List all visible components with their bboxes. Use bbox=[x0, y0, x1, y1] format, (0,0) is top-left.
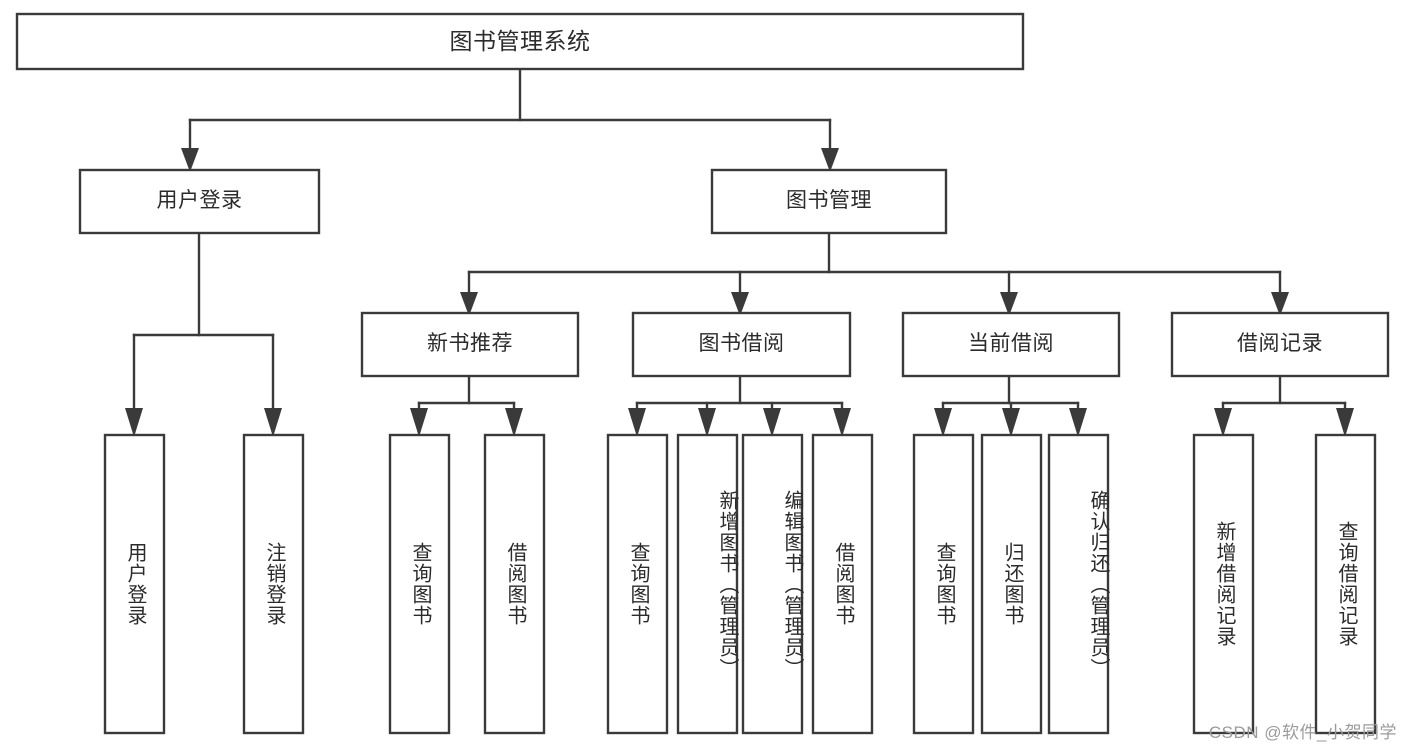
arrow-cb-leaf-2 bbox=[1002, 408, 1020, 437]
node-box-leaf-query-book-nb[interactable] bbox=[388, 433, 451, 735]
node-box-leaf-add-book[interactable] bbox=[676, 433, 739, 735]
arrow-to-leaf-logout bbox=[264, 408, 282, 437]
arrow-to-current-borrow bbox=[1000, 292, 1018, 316]
arrow-cb-leaf-3 bbox=[1069, 408, 1087, 437]
arrow-bb-leaf-1 bbox=[628, 408, 646, 437]
arrow-bb-leaf-4 bbox=[833, 408, 851, 437]
arrow-to-borrow-record bbox=[1271, 292, 1289, 316]
node-box-root[interactable] bbox=[15, 12, 1025, 71]
arrow-bb-leaf-2 bbox=[698, 408, 716, 437]
arrow-nb-leaf-1 bbox=[410, 408, 428, 437]
node-box-leaf-add-record[interactable] bbox=[1192, 433, 1255, 735]
arrow-nb-leaf-2 bbox=[505, 408, 523, 437]
node-box-current-borrow[interactable] bbox=[901, 311, 1121, 378]
node-box-leaf-borrow-book-nb[interactable] bbox=[483, 433, 546, 735]
arrow-cb-leaf-1 bbox=[934, 408, 952, 437]
arrow-to-user-login bbox=[181, 148, 199, 172]
node-box-leaf-edit-book[interactable] bbox=[741, 433, 804, 735]
node-box-new-book-recommend[interactable] bbox=[360, 311, 580, 378]
node-box-borrow-record[interactable] bbox=[1170, 311, 1390, 378]
arrow-br-leaf-1 bbox=[1214, 408, 1232, 437]
arrowhead-group bbox=[125, 148, 1354, 437]
node-box-leaf-borrow-book-bb[interactable] bbox=[811, 433, 874, 735]
node-box-leaf-query-book-cb[interactable] bbox=[912, 433, 975, 735]
node-box-leaf-confirm-return[interactable] bbox=[1047, 433, 1110, 735]
node-box-leaf-query-record[interactable] bbox=[1314, 433, 1377, 735]
node-box-user-login[interactable] bbox=[78, 168, 321, 235]
node-box-leaf-return-book[interactable] bbox=[980, 433, 1043, 735]
arrow-to-leaf-user-login bbox=[125, 408, 143, 437]
node-box-leaf-user-login[interactable] bbox=[103, 433, 166, 735]
arrow-to-book-manage bbox=[821, 148, 839, 172]
node-box-book-borrow[interactable] bbox=[631, 311, 852, 378]
arrow-bb-leaf-3 bbox=[763, 408, 781, 437]
arrow-br-leaf-2 bbox=[1336, 408, 1354, 437]
node-box-book-manage[interactable] bbox=[710, 168, 948, 235]
arrow-to-new-book bbox=[460, 292, 478, 316]
node-box-leaf-query-book-bb[interactable] bbox=[606, 433, 669, 735]
node-box-group bbox=[15, 12, 1390, 735]
node-box-leaf-logout[interactable] bbox=[242, 433, 305, 735]
arrow-to-book-borrow bbox=[731, 292, 749, 316]
